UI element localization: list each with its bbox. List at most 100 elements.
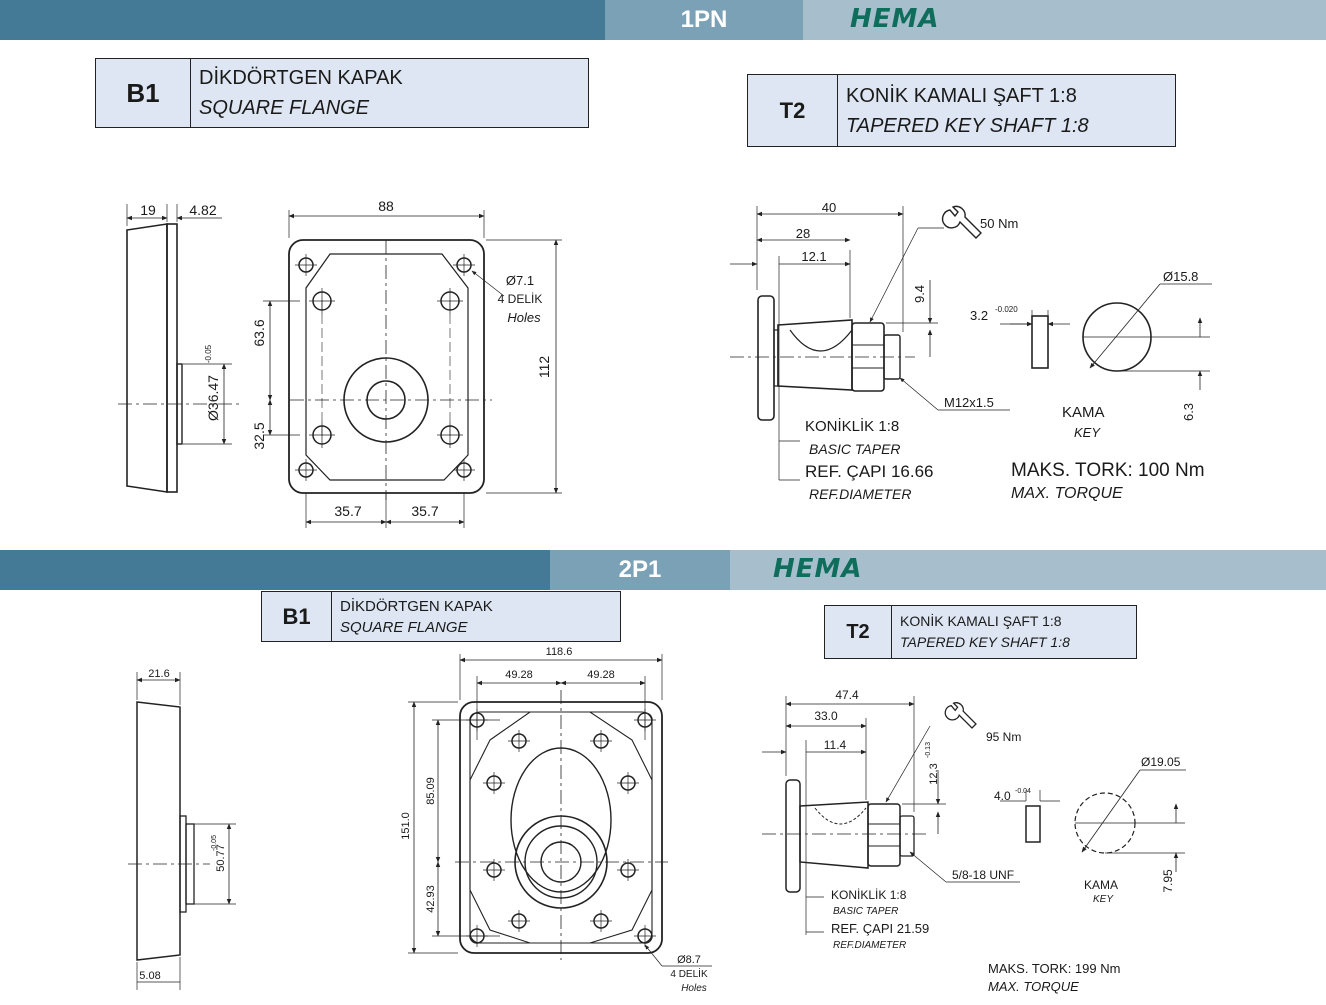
max-torque-note: MAKS. TORK: 100 Nm [1011,460,1205,481]
shaft-name-tr: KONİK KAMALI ŞAFT 1:8 [900,613,1062,629]
brand-logo: HEMA [773,554,863,584]
torque-label: 95 Nm [986,730,1021,744]
dim-label: Ø15.8 [1163,269,1198,284]
bolt-hole [508,910,530,932]
dim-label: 63.6 [251,319,267,346]
dim-label: Ø8.7 [677,954,701,966]
dim-label: 12.3 [928,763,940,784]
dim-label: 4.0 [994,789,1011,803]
band-segment [0,0,605,40]
pn-dimension-labels: 19 4.82 88 63.6 32.5 112 35.7 35.7 Ø36.4… [139,198,1198,994]
bolt-hole [309,288,335,314]
model-code: 1PN [680,6,728,33]
p1-shaft-side-view [762,696,1020,935]
key-note-en: KEY [1093,894,1114,905]
p1-flange-side-view [128,672,236,990]
dim-label: Ø7.1 [506,273,534,288]
bolt-hole [295,459,317,481]
bolt-hole [295,254,317,276]
dim-label: Holes [507,310,541,325]
dim-label: 50.77 [215,844,227,872]
taper-note-en: BASIC TAPER [809,441,901,457]
dim-label: 9.4 [912,285,927,303]
bolt-hole [453,459,475,481]
key-note-en: KEY [1074,425,1101,440]
dim-label: 35.7 [411,503,438,519]
dim-label: 88 [378,198,394,214]
dim-label: 4 DELİK [498,292,543,306]
shaft-code: T2 [825,606,892,658]
dim-label: Ø36.47 [205,375,221,421]
bolt-hole [590,730,612,752]
dim-label: 32.5 [251,422,267,449]
torque-label: 50 Nm [980,216,1018,231]
band-segment [605,0,803,40]
dim-label: 118.6 [546,646,573,658]
bolt-hole [508,730,530,752]
bolt-hole [437,288,463,314]
max-torque-note-en: MAX. TORQUE [988,979,1079,994]
band-segment [803,0,1326,40]
flange-code: B1 [96,59,191,127]
dim-label: 4 DELİK [670,967,708,980]
pn-flange-front-view [288,239,492,500]
flange-name-en: SQUARE FLANGE [199,97,370,119]
dim-label: 3.2 [970,308,988,323]
wrench-icon [944,702,977,729]
band-segment [550,550,730,590]
pn-key-section [1000,283,1212,390]
thread-label: 5/8-18 UNF [952,868,1014,882]
bolt-hole [590,910,612,932]
dim-label: 85.09 [425,777,437,805]
dim-tolerance: -0.04 [1015,788,1031,795]
dim-label: 42.93 [425,885,437,913]
shaft-name-en: TAPERED KEY SHAFT 1:8 [900,634,1070,650]
dim-label: 19 [140,202,156,218]
bolt-hole [483,772,505,794]
ref-diameter-note: REF. ÇAPI 16.66 [805,462,934,481]
ref-diameter-note-en: REF.DIAMETER [809,486,912,502]
dim-label: 28 [796,226,810,241]
dim-label: 5.08 [139,970,160,982]
flange-label-box-1pn: B1 DİKDÖRTGEN KAPAK SQUARE FLANGE [95,58,589,128]
dim-label: Ø19.05 [1141,755,1181,769]
ref-diameter-note: REF. ÇAPI 21.59 [831,921,930,936]
dim-tolerance: -0.13 [925,742,932,758]
shaft-label-box-2p1: T2 KONİK KAMALI ŞAFT 1:8 TAPERED KEY SHA… [824,605,1137,659]
bolt-hole [309,422,335,448]
header-band-2p1: 2P1 HEMA [0,550,1326,590]
key-note: KAMA [1084,878,1119,892]
dim-label: 151.0 [400,812,412,840]
model-code: 2P1 [618,556,662,583]
flange-name-en: SQUARE FLANGE [340,618,468,636]
bolt-hole [617,859,639,881]
dim-label: 112 [536,356,552,379]
header-band-1pn: 1PN HEMA [0,0,1326,40]
shaft-name-en: TAPERED KEY SHAFT 1:8 [846,114,1089,137]
band-segment [730,550,1326,590]
shaft-name-tr: KONİK KAMALI ŞAFT 1:8 [846,84,1077,107]
max-torque-note-en: MAX. TORQUE [1011,485,1123,502]
bolt-hole [437,422,463,448]
dim-label: 11.4 [824,738,847,752]
flange-name-tr: DİKDÖRTGEN KAPAK [199,67,403,89]
flange-name-tr: DİKDÖRTGEN KAPAK [340,597,493,615]
dim-label: 12.1 [801,249,826,264]
max-torque-note: MAKS. TORK: 199 Nm [988,961,1121,976]
dim-label: 21.6 [148,668,169,680]
bolt-hole [634,925,656,947]
bolt-hole [483,859,505,881]
p1-front-dimensions [408,654,712,967]
dim-label: 35.7 [334,503,361,519]
shaft-label-box-1pn: T2 KONİK KAMALI ŞAFT 1:8 TAPERED KEY SHA… [747,74,1176,147]
ref-diameter-note-en: REF.DIAMETER [833,940,907,951]
shaft-code: T2 [748,75,838,146]
dim-label: 40 [822,200,836,215]
pn-flange-side-view [118,204,240,493]
wrench-icon [941,205,982,239]
taper-note-en: BASIC TAPER [833,906,899,917]
flange-label-box-2p1: B1 DİKDÖRTGEN KAPAK SQUARE FLANGE [261,591,621,642]
dim-label: 6.3 [1181,403,1196,421]
brand-logo: HEMA [850,4,940,34]
